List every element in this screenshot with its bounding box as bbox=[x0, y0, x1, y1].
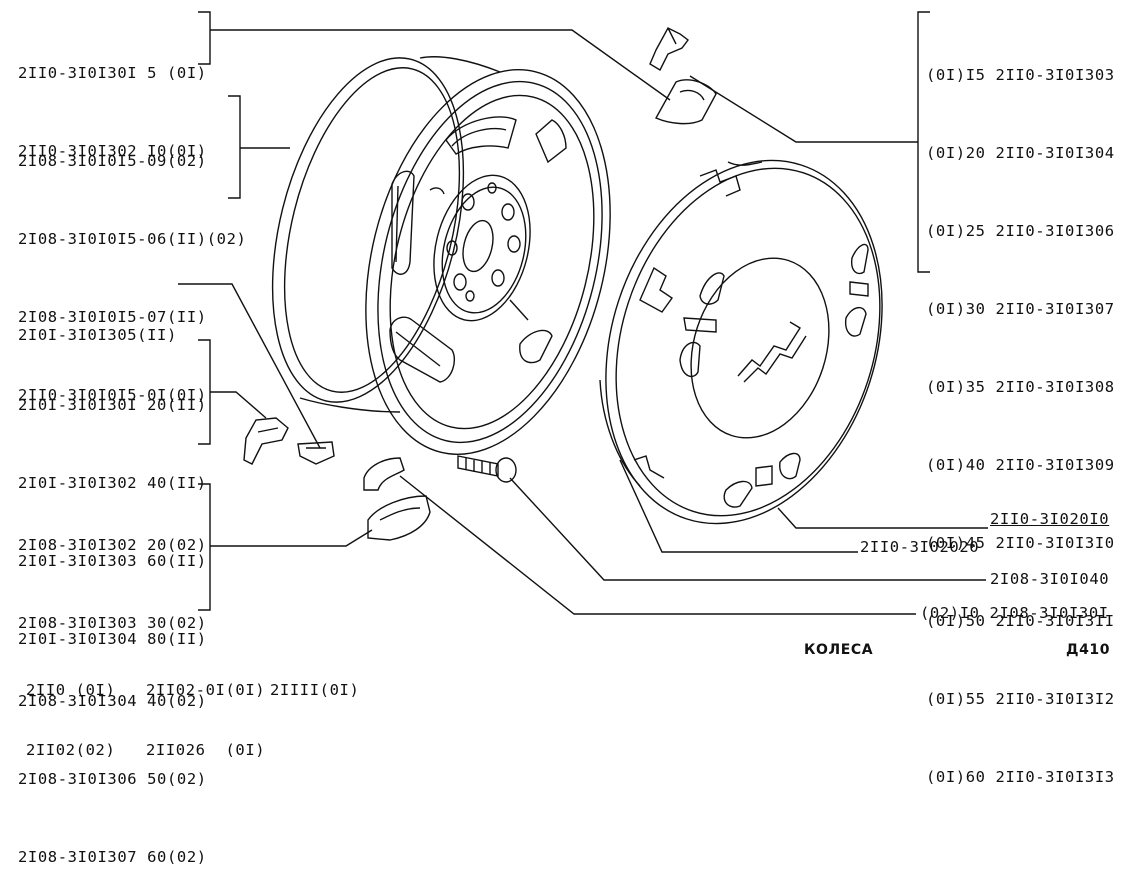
part-code: 2II0-3I0I302 I0(0I) bbox=[18, 142, 207, 160]
part-code: 2I0I-3I0I305(II) bbox=[18, 326, 177, 344]
part-code: 2I0I-3I0I304 80(II) bbox=[18, 630, 207, 648]
footer-models-col3: 2IIII(0I) bbox=[270, 640, 359, 720]
part-code: 2I08-3I0I307 60(02) bbox=[18, 848, 207, 866]
bracket-weight-left bbox=[198, 483, 373, 611]
callout-bolt: 2I08-3I0I040 bbox=[990, 570, 1110, 588]
footer-models-col2: 2II02-0I(0I) 2II026 (0I) bbox=[146, 640, 265, 780]
part-code: 2I08-3I0I0I5-09(02) bbox=[18, 152, 207, 170]
balance-clip-top bbox=[649, 27, 689, 71]
balance-weight-top bbox=[655, 79, 717, 125]
wheel-diagram bbox=[178, 11, 988, 615]
footer-models-col1: 2II0 (0I) 2II02(02) bbox=[26, 640, 115, 780]
bracket-right-list bbox=[689, 11, 930, 273]
part-code: (0I)35 2II0-3I0I308 bbox=[926, 378, 1115, 396]
balance-clip-left bbox=[243, 417, 289, 465]
part-code: 2I08-3I0I302 20(02) bbox=[18, 536, 207, 554]
leader-lines-right bbox=[399, 459, 988, 615]
callout-weight-right: (02)I0 2I08-3I0I30I bbox=[920, 604, 1109, 622]
part-code: (0I)45 2II0-3I0I3I0 bbox=[926, 534, 1115, 552]
bracket-rim-left bbox=[228, 95, 290, 199]
bracket-clip-left bbox=[198, 339, 267, 445]
part-code: (0I)50 2II0-3I0I3II bbox=[926, 612, 1115, 630]
bracket-top-left bbox=[198, 11, 671, 101]
page-code: Д410 bbox=[1066, 642, 1111, 658]
part-code: (0I)25 2II0-3I0I306 bbox=[926, 222, 1115, 240]
model-code: 2II02-0I(0I) bbox=[146, 681, 266, 699]
section-title: КОЛЕСА bbox=[804, 642, 874, 658]
part-code: (0I)20 2II0-3I0I304 bbox=[926, 144, 1115, 162]
group-single-left: 2I0I-3I0I305(II) bbox=[18, 270, 177, 374]
part-code: (0I)I5 2II0-3I0I303 bbox=[926, 66, 1115, 84]
part-code: (0I)40 2II0-3I0I309 bbox=[926, 456, 1115, 474]
model-code: 2II026 (0I) bbox=[146, 741, 266, 759]
model-code: 2II02(02) bbox=[26, 741, 116, 759]
spring-clip bbox=[297, 441, 335, 465]
part-code: 2II0-3I0I30I 5 (0I) bbox=[18, 64, 207, 82]
callout-cap-ring: 2II0-3I02020 bbox=[860, 538, 980, 556]
wheel-bolt bbox=[457, 455, 517, 483]
part-code: 2I0I-3I0I303 60(II) bbox=[18, 552, 207, 570]
leader-single-left bbox=[178, 283, 321, 449]
callout-hubcap: 2II0-3I020I0 bbox=[990, 510, 1110, 528]
model-code: 2II0 (0I) bbox=[26, 681, 116, 699]
hubcap bbox=[599, 159, 883, 525]
balance-clip-mid bbox=[363, 457, 405, 491]
group-rim-left: 2I08-3I0I0I5-09(02) 2I08-3I0I0I5-06(II)(… bbox=[18, 96, 246, 434]
part-code: 2I08-3I0I0I5-06(II)(02) bbox=[18, 230, 247, 248]
group-top-left: 2II0-3I0I30I 5 (0I) 2II0-3I0I302 I0(0I) bbox=[18, 8, 207, 190]
group-right-list: (0I)I5 2II0-3I0I303 (0I)20 2II0-3I0I304 … bbox=[926, 10, 1115, 816]
part-code: 2II0-3I0I0I5-0I(0I) bbox=[18, 386, 207, 404]
part-code: 2I0I-3I0I302 40(II) bbox=[18, 474, 207, 492]
part-code: (0I)30 2II0-3I0I307 bbox=[926, 300, 1115, 318]
group-clip-left: 2I0I-3I0I30I 20(II) 2I0I-3I0I302 40(II) … bbox=[18, 340, 207, 678]
part-code: (0I)55 2II0-3I0I3I2 bbox=[926, 690, 1115, 708]
part-code: 2I0I-3I0I30I 20(II) bbox=[18, 396, 207, 414]
part-code: 2I08-3I0I0I5-07(II) bbox=[18, 308, 207, 326]
wheel-rim bbox=[271, 56, 611, 455]
balance-weight-mid bbox=[367, 495, 431, 541]
model-code: 2IIII(0I) bbox=[270, 681, 360, 699]
part-code: 2I08-3I0I303 30(02) bbox=[18, 614, 207, 632]
part-code: (0I)60 2II0-3I0I3I3 bbox=[926, 768, 1115, 786]
